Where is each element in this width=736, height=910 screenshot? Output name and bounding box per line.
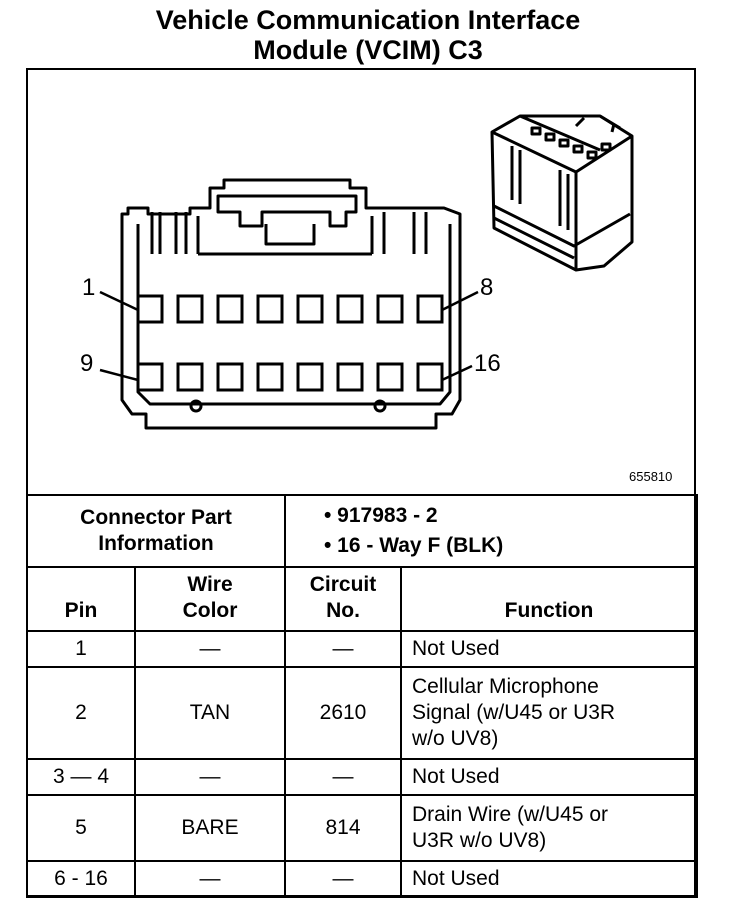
cavity-1 (136, 294, 164, 324)
table-row: 6 - 16 — — Not Used (26, 860, 698, 898)
function-cell: Not Used (400, 758, 698, 796)
cavity-9 (136, 362, 164, 392)
wire-color-cell: — (134, 860, 286, 898)
pin-label-1: 1 (82, 274, 96, 301)
cavity-6 (336, 294, 364, 324)
connector-table: Connector Part Information • 917983 - 2 … (26, 494, 698, 898)
circuit-cell: — (284, 860, 402, 898)
wire-color-cell: TAN (134, 666, 286, 760)
circuit-cell: 2610 (284, 666, 402, 760)
pin-cell: 1 (26, 630, 136, 668)
connector-info-row: Connector Part Information • 917983 - 2 … (26, 494, 698, 568)
circuit-cell: — (284, 630, 402, 668)
cavity-5 (296, 294, 324, 324)
connector-part-number: • 917983 - 2 (324, 504, 438, 527)
connector-iso-view (490, 114, 634, 272)
cavity-2 (176, 294, 204, 324)
wire-color-cell: — (134, 630, 286, 668)
cavity-14 (336, 362, 364, 392)
table-row: 3 — 4 — — Not Used (26, 758, 698, 796)
pin-label-9: 9 (80, 350, 94, 377)
connector-info-label-line1: Connector Part (80, 506, 232, 529)
pin-cell: 2 (26, 666, 136, 760)
wire-color-cell: — (134, 758, 286, 796)
leader-pin1 (99, 290, 139, 312)
cavity-11 (216, 362, 244, 392)
function-cell: Not Used (400, 860, 698, 898)
cavity-10 (176, 362, 204, 392)
pin-label-16: 16 (474, 350, 501, 377)
cavity-4 (256, 294, 284, 324)
connector-body (120, 178, 462, 430)
circuit-cell: 814 (284, 794, 402, 862)
leader-pin16 (441, 364, 473, 382)
cavity-8 (416, 294, 444, 324)
table-row: 5 BARE 814 Drain Wire (w/U45 or U3R w/o … (26, 794, 698, 862)
table-row: 2 TAN 2610 Cellular Microphone Signal (w… (26, 666, 698, 760)
connector-drawing (99, 114, 634, 430)
connector-info-values: • 917983 - 2 • 16 - Way F (BLK) (284, 494, 698, 568)
pin-cell: 5 (26, 794, 136, 862)
leader-pin8 (441, 290, 479, 312)
function-cell: Drain Wire (w/U45 or U3R w/o UV8) (400, 794, 698, 862)
diagram-title-line1: Vehicle Communication Interface (155, 5, 581, 35)
cavity-13 (296, 362, 324, 392)
wire-color-cell: BARE (134, 794, 286, 862)
cavity-3 (216, 294, 244, 324)
pin-cell: 6 - 16 (26, 860, 136, 898)
circuit-cell: — (284, 758, 402, 796)
header-function: Function (400, 566, 698, 632)
leader-pin9 (99, 368, 139, 382)
diagram-title-line2: Module (VCIM) C3 (253, 35, 483, 65)
function-cell: Cellular Microphone Signal (w/U45 or U3R… (400, 666, 698, 760)
cavity-16 (416, 362, 444, 392)
connector-info-label: Connector Part Information (26, 494, 286, 568)
cavity-12 (256, 362, 284, 392)
cavity-7 (376, 294, 404, 324)
connector-type: • 16 - Way F (BLK) (324, 534, 504, 557)
table-row: 1 — — Not Used (26, 630, 698, 668)
pin-cell: 3 — 4 (26, 758, 136, 796)
header-pin: Pin (26, 566, 136, 632)
function-cell: Not Used (400, 630, 698, 668)
pin-label-8: 8 (480, 274, 494, 301)
figure-code: 655810 (629, 469, 673, 484)
cavity-15 (376, 362, 404, 392)
connector-info-label-line2: Information (98, 532, 214, 555)
